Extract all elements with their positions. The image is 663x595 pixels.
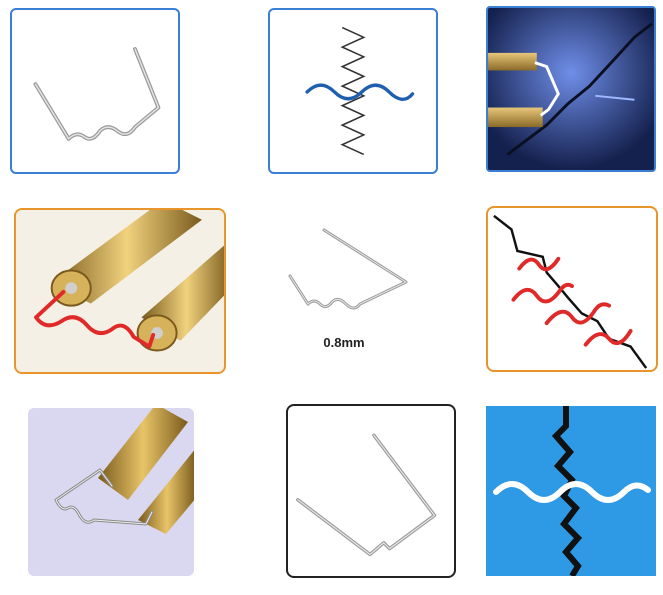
thickness-label: 0.8mm bbox=[323, 335, 365, 350]
flat-staple-image bbox=[296, 433, 437, 557]
hot-staple-in-crack-photo bbox=[486, 6, 656, 172]
crack-red-staples-diagram bbox=[493, 214, 648, 369]
staple-on-electrodes-tile bbox=[28, 408, 194, 576]
wave-across-zigzag-tile bbox=[268, 8, 438, 174]
staple-between-electrodes-image bbox=[54, 408, 194, 534]
staple-thickness-tile: 0.8mm bbox=[276, 224, 412, 364]
flat-staple-tile bbox=[286, 404, 456, 578]
wave-across-crack-tile bbox=[486, 406, 656, 576]
red-hot-staple-image bbox=[16, 210, 224, 372]
crack-wave-diagram bbox=[493, 406, 651, 576]
wave-staple-image bbox=[33, 47, 161, 141]
heated-staple-electrodes-tile bbox=[14, 208, 226, 374]
welding-in-crack-image bbox=[488, 8, 654, 170]
crack-with-staples-tile bbox=[486, 206, 658, 372]
staple-wire-tile bbox=[10, 8, 180, 174]
small-wave-staple-image bbox=[288, 228, 408, 310]
zigzag-wave-diagram bbox=[305, 26, 415, 156]
